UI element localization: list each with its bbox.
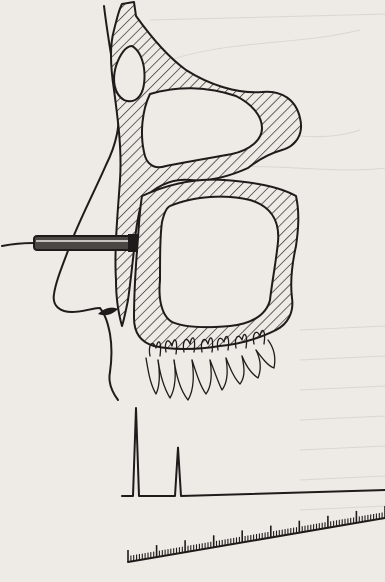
facial-profile	[54, 6, 119, 400]
ultrasound-probe-icon	[2, 234, 138, 252]
maxillary-sinus	[160, 197, 279, 328]
time-scale	[128, 506, 385, 562]
echo-signal-line	[122, 408, 385, 496]
echo-trace	[122, 408, 385, 496]
